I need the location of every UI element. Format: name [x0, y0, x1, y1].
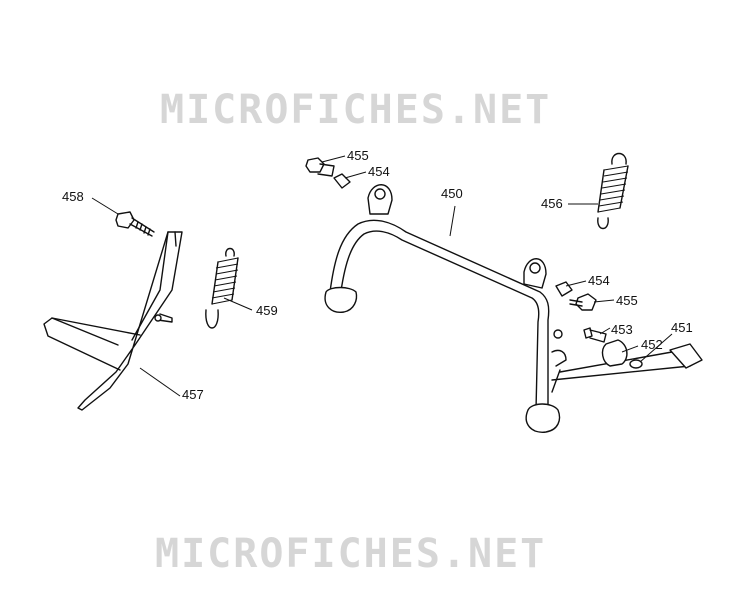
callout-455-top: 455 [347, 148, 369, 163]
callout-454-right: 454 [588, 273, 610, 288]
callout-457: 457 [182, 387, 204, 402]
spring-456 [597, 152, 629, 230]
callout-450: 450 [441, 186, 463, 201]
bolt-458 [115, 211, 155, 237]
callout-452: 452 [641, 337, 663, 352]
leader-lines [91, 155, 673, 397]
bolt-453 [583, 327, 607, 343]
callout-455-right: 455 [616, 293, 638, 308]
callout-453: 453 [611, 322, 633, 337]
collar-454-top [333, 173, 351, 189]
callout-459: 459 [256, 303, 278, 318]
rubber-452 [601, 339, 628, 367]
side-stand-457 [43, 231, 183, 411]
watermark-bottom: MICROFICHES.NET [155, 531, 546, 577]
washer-451 [629, 359, 643, 369]
bolt-455-right [569, 293, 597, 311]
bolt-455-top [305, 157, 335, 177]
callout-labels: 458 459 457 455 454 450 456 454 455 453 … [62, 148, 693, 402]
callout-454-top: 454 [368, 164, 390, 179]
callout-451: 451 [671, 320, 693, 335]
watermark-top: MICROFICHES.NET [160, 87, 551, 133]
spring-459 [205, 247, 239, 329]
callout-456: 456 [541, 196, 563, 211]
main-stand-450 [324, 184, 703, 433]
collar-454-right [555, 281, 573, 297]
callout-458: 458 [62, 189, 84, 204]
